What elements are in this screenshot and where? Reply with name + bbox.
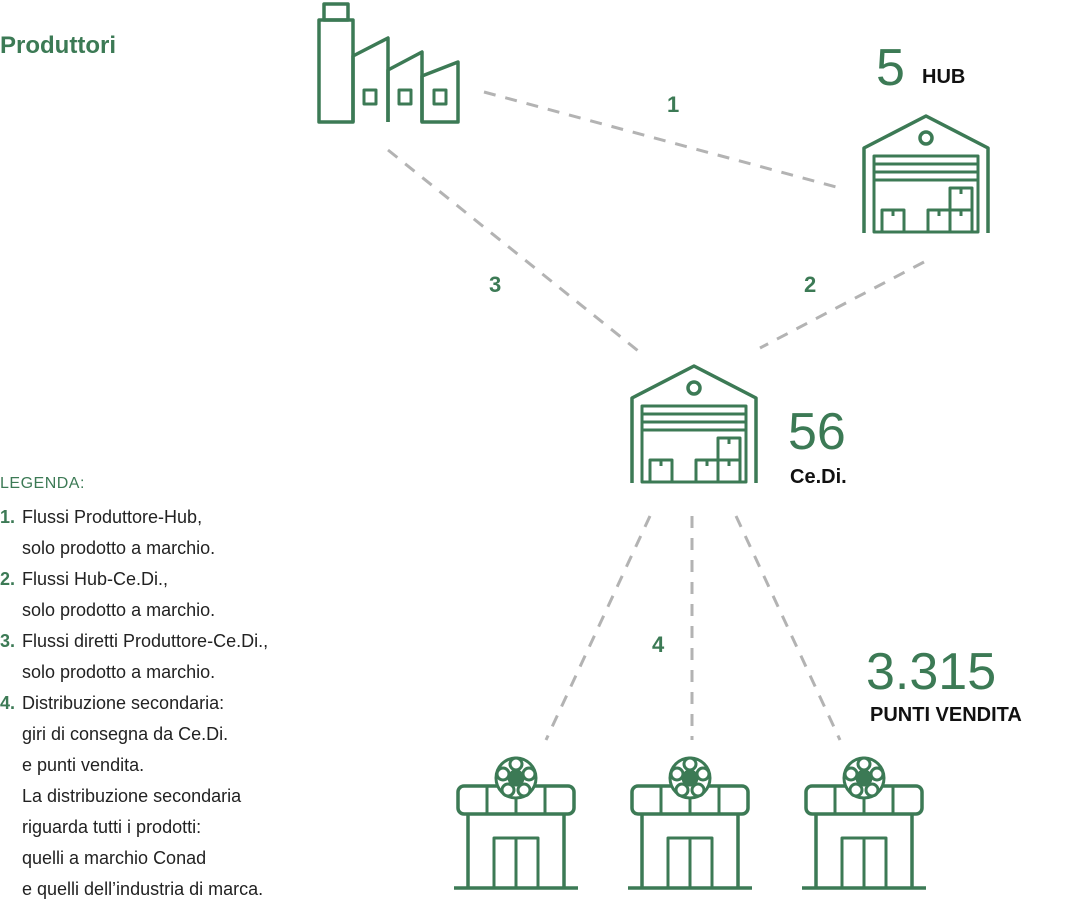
- flow-line-2: [759, 260, 925, 350]
- legend-item-text: Distribuzione secondaria: giri di conseg…: [22, 693, 264, 899]
- warehouse-icon: [862, 114, 990, 235]
- hub-label: HUB: [922, 66, 966, 88]
- legend-item: 2. Flussi Hub-Ce.Di., solo prodotto a ma…: [0, 564, 340, 626]
- cedi-count: 56: [788, 403, 846, 461]
- legend-item-text: Flussi diretti Produttore-Ce.Di., solo p…: [22, 631, 269, 682]
- legend-item: 4. Distribuzione secondaria: giri di con…: [0, 688, 340, 905]
- legend-item-number: 2.: [0, 569, 16, 589]
- producers-title: Produttori: [0, 32, 116, 59]
- stores-count: 3.315: [866, 643, 997, 701]
- flow-number-3: 3: [489, 272, 502, 297]
- flow-line-4a: [544, 515, 652, 741]
- legend-list: 1. Flussi Produttore-Hub, solo prodotto …: [0, 502, 340, 905]
- flow-number-2: 2: [804, 272, 817, 297]
- legend-item: 1. Flussi Produttore-Hub, solo prodotto …: [0, 502, 340, 564]
- store-icon: [452, 756, 580, 890]
- legend-item: 3. Flussi diretti Produttore-Ce.Di., sol…: [0, 626, 340, 688]
- store-icon: [800, 756, 928, 890]
- factory-icon: [317, 2, 460, 124]
- hub-count: 5: [876, 39, 905, 97]
- warehouse-icon: [630, 364, 758, 485]
- flow-number-1: 1: [667, 92, 680, 117]
- flow-number-4: 4: [652, 632, 665, 657]
- legend-title: LEGENDA:: [0, 475, 85, 492]
- legend-item-number: 1.: [0, 507, 16, 527]
- flow-line-3: [387, 148, 643, 356]
- store-icon: [626, 756, 754, 890]
- stores-label: PUNTI VENDITA: [870, 704, 1022, 726]
- flow-line-4c: [734, 515, 842, 741]
- legend-item-text: Flussi Hub-Ce.Di., solo prodotto a march…: [22, 569, 216, 620]
- legend-item-number: 3.: [0, 631, 16, 651]
- legend-item-number: 4.: [0, 693, 16, 713]
- flow-line-1: [483, 90, 841, 190]
- cedi-label: Ce.Di.: [790, 466, 847, 488]
- legend-item-text: Flussi Produttore-Hub, solo prodotto a m…: [22, 507, 216, 558]
